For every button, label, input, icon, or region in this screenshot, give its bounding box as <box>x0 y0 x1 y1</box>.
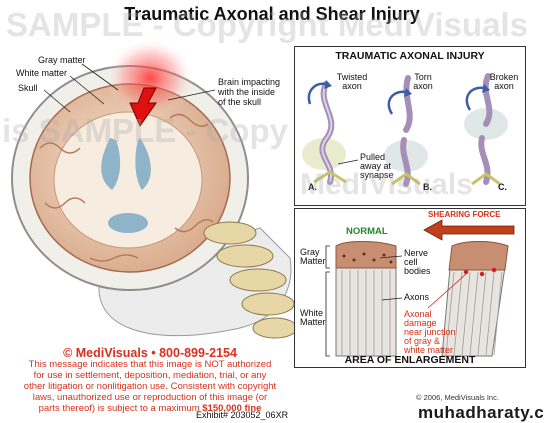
label-damage-3: near junction <box>404 327 456 337</box>
label-pulled-3: synapse <box>360 170 394 180</box>
label-broken-2: axon <box>494 81 514 91</box>
axonal-panel-title: TRAUMATIC AXONAL INJURY <box>335 50 485 62</box>
label-white-matter: White matter <box>16 68 68 78</box>
label-white-2: Matter <box>300 317 326 327</box>
notice-line-3: other litigation or nonlitigation use. C… <box>23 381 277 392</box>
label-normal: NORMAL <box>346 226 388 237</box>
axon-illustrations <box>302 73 508 187</box>
site-watermark: muhadharaty.com <box>418 403 544 422</box>
copyright-notice: © MediVisuals • 800-899-2154 This messag… <box>4 346 296 414</box>
notice-line-2: for use in settlement, deposition, media… <box>33 370 267 381</box>
notice-line-4: laws, unauthorized use or reproduction o… <box>32 392 268 403</box>
page-title: Traumatic Axonal and Shear Injury <box>124 4 420 24</box>
head-illustration <box>11 38 298 339</box>
shear-panel-title: AREA OF ENLARGEMENT <box>344 354 476 366</box>
label-impact-3: of the skull <box>218 97 262 107</box>
label-damage-1: Axonal <box>404 309 432 319</box>
notice-line-5-pre: parts thereof) is subject to a maximum <box>38 403 203 414</box>
label-pulled-1: Pulled <box>360 152 386 162</box>
label-shearing-force: SHEARING FORCE <box>428 210 501 219</box>
watermark-line-3: MediVisuals <box>300 168 473 201</box>
label-nerve-1: Nerve <box>404 248 429 258</box>
notice-line-1: This message indicates that this image i… <box>28 359 272 370</box>
label-panel-a: A. <box>308 182 317 192</box>
shear-illustration <box>325 219 515 357</box>
label-gray-2: Matter <box>300 256 326 266</box>
label-torn-1: Torn <box>414 72 432 82</box>
label-panel-c: C. <box>498 182 507 192</box>
label-twisted-1: Twisted <box>336 72 368 82</box>
label-torn-2: axon <box>413 81 433 91</box>
exhibit-number: Exhibit# 203052_06XR <box>196 410 289 420</box>
label-axons: Axons <box>404 292 430 302</box>
copyright-small: © 2006, MediVisuals Inc. <box>416 393 499 402</box>
label-impact-1: Brain impacting <box>218 77 281 87</box>
label-twisted-2: axon <box>342 81 362 91</box>
label-nerve-2: cell <box>404 257 418 267</box>
label-skull: Skull <box>18 83 38 93</box>
label-damage-5: white matter <box>404 345 454 355</box>
label-panel-b: B. <box>423 182 432 192</box>
notice-brand: © MediVisuals • 800-899-2154 <box>63 346 237 360</box>
watermark-line-1: SAMPLE - Copyright MediVisuals <box>6 6 528 43</box>
notice-fine: $150,000 fine <box>202 403 262 414</box>
watermark-line-2: is SAMPLE - Copy <box>2 112 289 149</box>
label-damage-4: of gray & <box>404 336 441 346</box>
label-impact-2: with the inside <box>218 87 276 97</box>
label-nerve-3: bodies <box>404 266 431 276</box>
label-pulled-2: away at <box>360 161 392 171</box>
label-gray-matter: Gray matter <box>38 55 86 65</box>
label-white-1: White <box>300 308 324 318</box>
label-gray-1: Gray <box>300 247 320 257</box>
notice-line-5: parts thereof) is subject to a maximum $… <box>4 403 296 414</box>
label-damage-2: damage <box>404 318 437 328</box>
label-broken-1: Broken <box>489 72 519 82</box>
